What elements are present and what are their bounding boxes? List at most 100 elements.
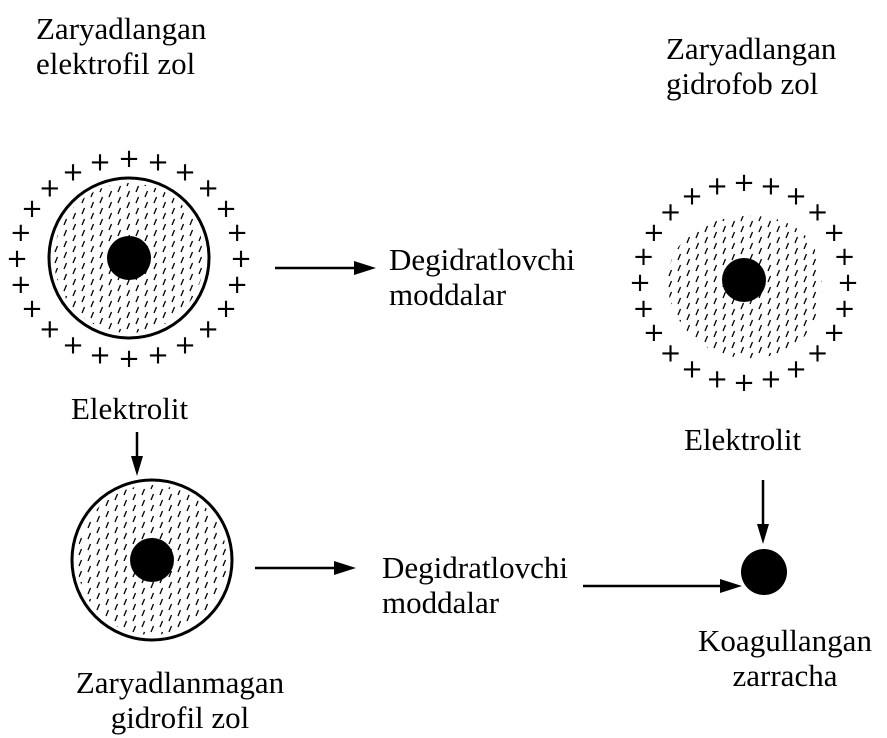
- hatch-dash: [151, 483, 154, 489]
- hatch-dash: [786, 232, 789, 238]
- hatch-dash: [172, 230, 175, 236]
- plus-sign: +: [681, 181, 703, 211]
- hatch-dash: [768, 353, 771, 359]
- hatch-dash: [133, 593, 136, 599]
- hatch-dash: [97, 593, 100, 599]
- hatch-dash: [214, 489, 217, 495]
- hatch-dash: [151, 494, 154, 500]
- hatch-dash: [79, 571, 82, 577]
- hatch-dash: [106, 566, 109, 572]
- hatch-dash: [208, 208, 211, 214]
- hatch-dash: [115, 516, 118, 522]
- hatch-dash: [714, 221, 717, 227]
- hatch-dash: [205, 571, 208, 577]
- hatch-dash: [154, 241, 157, 247]
- hatch-dash: [154, 318, 157, 324]
- hatch-dash: [223, 494, 226, 500]
- hatch-dash: [795, 248, 798, 254]
- hatch-dash: [669, 237, 672, 243]
- hatch-dash: [214, 478, 217, 484]
- hatch-dash: [160, 599, 163, 605]
- label-line: gidrofob zol: [666, 66, 836, 101]
- hatch-dash: [169, 626, 172, 632]
- hatch-dash: [190, 197, 193, 203]
- hatch-dash: [178, 621, 181, 627]
- hatch-dash: [741, 226, 744, 232]
- hatch-dash: [91, 235, 94, 241]
- hatch-dash: [115, 582, 118, 588]
- hatch-dash: [759, 215, 762, 221]
- hatch-dash: [687, 314, 690, 320]
- hatch-dash: [199, 257, 202, 263]
- hatch-dash: [723, 292, 726, 298]
- hatch-dash: [124, 544, 127, 550]
- hatch-dash: [669, 248, 672, 254]
- hatch-dash: [55, 213, 58, 219]
- hatch-dash: [732, 232, 735, 238]
- hatch-dash: [723, 215, 726, 221]
- hatch-dash: [232, 522, 235, 528]
- hatch-dash: [160, 522, 163, 528]
- dehydrating-agents-top-label: Degidratlovchi moddalar: [389, 242, 575, 312]
- hatch-dash: [705, 314, 708, 320]
- arrow-left-down: [131, 432, 143, 476]
- hatch-dash: [172, 208, 175, 214]
- hatch-dash: [214, 555, 217, 561]
- plus-sign: +: [760, 171, 782, 201]
- hatch-dash: [208, 219, 211, 225]
- hatch-dash: [118, 208, 121, 214]
- hatch-dash: [723, 226, 726, 232]
- hatch-dash: [106, 555, 109, 561]
- hatch-dash: [109, 191, 112, 197]
- hatch-dash: [723, 248, 726, 254]
- hatch-dash: [97, 527, 100, 533]
- hatch-dash: [181, 301, 184, 307]
- hatch-dash: [678, 309, 681, 315]
- hatch-dash: [91, 246, 94, 252]
- hatch-dash: [214, 566, 217, 572]
- hatch-dash: [124, 566, 127, 572]
- arrow-bottom-right: [255, 561, 356, 575]
- hatch-dash: [163, 246, 166, 252]
- hatch-dash: [187, 505, 190, 511]
- hatch-dash: [723, 303, 726, 309]
- hatch-dash: [196, 588, 199, 594]
- hatch-dash: [759, 259, 762, 265]
- hatch-dash: [223, 560, 226, 566]
- particle-core: [107, 236, 151, 280]
- hatch-dash: [79, 604, 82, 610]
- hatch-dash: [124, 489, 127, 495]
- hatch-dash: [741, 215, 744, 221]
- hatch-dash: [97, 582, 100, 588]
- hatch-dash: [100, 318, 103, 324]
- hatch-dash: [109, 202, 112, 208]
- hatch-dash: [91, 301, 94, 307]
- hatch-dash: [82, 219, 85, 225]
- hatch-dash: [88, 555, 91, 561]
- hatch-dash: [178, 511, 181, 517]
- hatch-dash: [64, 230, 67, 236]
- hatch-dash: [687, 248, 690, 254]
- hatch-dash: [154, 285, 157, 291]
- hatch-dash: [750, 353, 753, 359]
- charged-electrophilic-sol-label: Zaryadlangan elektrofil zol: [36, 11, 206, 81]
- hatch-dash: [214, 599, 217, 605]
- hatch-dash: [678, 287, 681, 293]
- hatch-dash: [660, 309, 663, 315]
- hatch-dash: [73, 202, 76, 208]
- hatch-dash: [768, 210, 771, 216]
- hatch-dash: [741, 347, 744, 353]
- dehydrating-agents-bottom-label: Degidratlovchi moddalar: [382, 550, 568, 620]
- hatch-dash: [732, 331, 735, 337]
- hatch-dash: [813, 270, 816, 276]
- hatch-dash: [208, 296, 211, 302]
- hatch-dash: [118, 296, 121, 302]
- label-line: moddalar: [389, 277, 575, 312]
- particle-core: [722, 258, 766, 302]
- hatch-dash: [750, 221, 753, 227]
- hatch-dash: [106, 511, 109, 517]
- hatch-dash: [759, 347, 762, 353]
- hatch-dash: [199, 279, 202, 285]
- hatch-dash: [100, 230, 103, 236]
- hatch-dash: [115, 538, 118, 544]
